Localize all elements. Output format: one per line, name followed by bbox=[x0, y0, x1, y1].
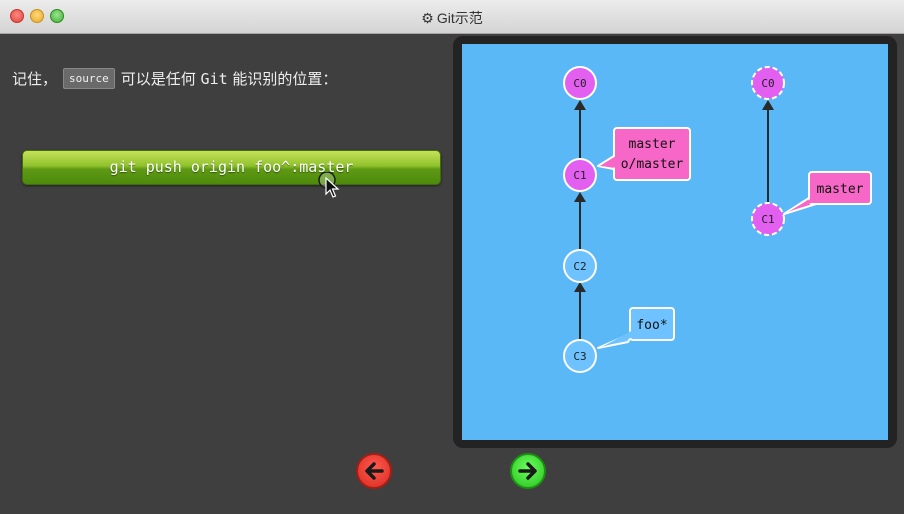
git-command-button[interactable]: git push origin foo^:master bbox=[22, 150, 441, 185]
arrow-left-icon bbox=[365, 462, 384, 480]
branch-label-foo[interactable]: foo* bbox=[597, 307, 675, 349]
window-title: Git示范 bbox=[436, 10, 483, 26]
remote-commit-node-c1[interactable]: C1 bbox=[751, 202, 785, 236]
forward-button[interactable] bbox=[510, 453, 546, 489]
branch-label-master-remote[interactable]: master bbox=[783, 171, 872, 215]
commit-label: C2 bbox=[573, 260, 586, 273]
maximize-window-button[interactable] bbox=[50, 9, 64, 23]
edge-arrow-c0 bbox=[574, 100, 586, 110]
edge-arrow-c2 bbox=[574, 282, 586, 292]
commit-label: C0 bbox=[573, 77, 586, 90]
git-graph: C0 C1 C2 C3 C0 bbox=[563, 66, 872, 373]
back-button[interactable] bbox=[356, 453, 392, 489]
branch-foo-text: foo* bbox=[636, 318, 667, 333]
commit-label: C1 bbox=[761, 213, 774, 226]
mouse-cursor-icon bbox=[318, 172, 340, 198]
edge-arrow-remote-c0 bbox=[762, 100, 774, 110]
commit-label: C1 bbox=[573, 169, 586, 182]
commit-node-c0[interactable]: C0 bbox=[563, 66, 597, 100]
visualization-panel: C0 C1 C2 C3 C0 bbox=[453, 36, 897, 448]
git-graph-canvas: C0 C1 C2 C3 C0 bbox=[462, 44, 888, 440]
instruction-text: 记住， source 可以是任何 Git 能识别的位置： bbox=[12, 68, 337, 89]
remote-branch-master-text: master bbox=[817, 182, 864, 197]
instruction-middle: 可以是任何 bbox=[120, 70, 201, 88]
commit-node-c1[interactable]: C1 bbox=[563, 158, 597, 192]
branch-origin-master-text: o/master bbox=[621, 157, 684, 172]
edge-arrow-c1 bbox=[574, 192, 586, 202]
commit-node-c2[interactable]: C2 bbox=[563, 249, 597, 283]
branch-master-text: master bbox=[629, 137, 676, 152]
minimize-window-button[interactable] bbox=[30, 9, 44, 23]
title-bar: ⚙Git示范 bbox=[0, 0, 904, 34]
arrow-right-icon bbox=[518, 462, 537, 480]
source-code-tag: source bbox=[63, 68, 115, 89]
remote-commit-node-c0[interactable]: C0 bbox=[751, 66, 785, 100]
gear-icon: ⚙ bbox=[421, 10, 434, 26]
commit-label: C0 bbox=[761, 77, 774, 90]
commit-label: C3 bbox=[573, 350, 586, 363]
close-window-button[interactable] bbox=[10, 9, 24, 23]
branch-label-master-local[interactable]: master o/master bbox=[597, 127, 691, 181]
commit-node-c3[interactable]: C3 bbox=[563, 339, 597, 373]
instruction-suffix: 能识别的位置： bbox=[227, 70, 338, 88]
instruction-git: Git bbox=[200, 70, 228, 88]
instruction-prefix: 记住， bbox=[12, 70, 58, 88]
window-title-wrap: ⚙Git示范 bbox=[0, 8, 904, 28]
